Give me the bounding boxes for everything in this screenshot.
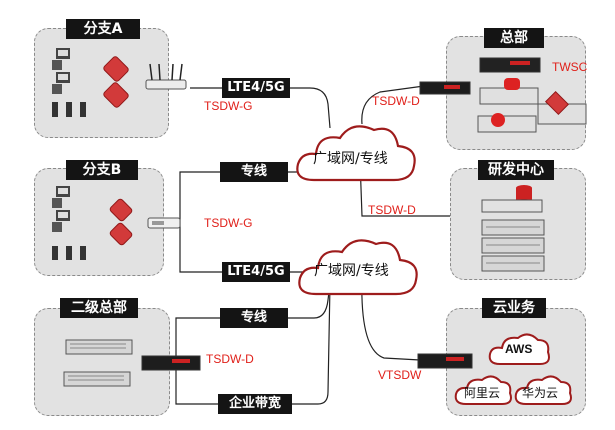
link-label-lte-top: LTE4/5G <box>222 78 290 98</box>
desktop-pc-icon <box>52 48 70 70</box>
branch-a-device-label: TSDW-G <box>204 99 253 113</box>
aws-cloud-icon <box>488 333 550 365</box>
huawei-label: 华为云 <box>522 386 559 400</box>
rack-server-icon <box>479 78 539 105</box>
branch-b-device-label: TSDW-G <box>204 216 253 230</box>
hq-devices <box>419 57 587 133</box>
secondary-hq-device-label: TSDW-D <box>206 352 254 366</box>
branch-b-devices <box>52 186 181 260</box>
link-secondary-broadband <box>175 283 331 405</box>
link-secondary-leased <box>175 283 331 364</box>
rack-server-icon <box>477 113 537 133</box>
rack-server-icon <box>481 255 545 272</box>
wan-cloud-bottom-icon <box>298 239 418 296</box>
switch-icon <box>109 198 133 246</box>
hq-controller-label: TWSC <box>552 60 588 74</box>
rack-server-icon <box>481 219 545 236</box>
branch-a-devices <box>52 48 187 117</box>
secondary-hq-devices <box>63 339 201 387</box>
desktop-pc-icon <box>52 72 70 94</box>
rack-server-icon <box>481 199 543 213</box>
branch-b-title: 分支B <box>66 160 138 180</box>
wan-cloud-bottom-label: 广域网/专线 <box>314 263 389 279</box>
link-cloud-hq <box>361 85 425 125</box>
cloud-biz-device-label: VTSDW <box>378 368 422 382</box>
server-tower-icon <box>52 246 86 260</box>
sdwan-appliance-icon <box>479 57 541 73</box>
hq-title: 总部 <box>484 28 544 48</box>
wan-cloud-top-icon <box>296 125 416 182</box>
rack-server-icon <box>481 237 545 254</box>
link-label-broadband: 企业带宽 <box>218 394 292 414</box>
desktop-pc-icon <box>52 210 70 232</box>
rack-server-icon <box>537 90 587 125</box>
branch-a-title: 分支A <box>66 19 140 39</box>
aliyun-cloud-icon <box>454 375 512 405</box>
server-tower-icon <box>52 102 86 117</box>
link-label-leased-bottom: 专线 <box>220 308 288 328</box>
router-icon <box>145 63 187 90</box>
link-label-leased-mid: 专线 <box>220 162 288 182</box>
desktop-pc-icon <box>52 186 70 208</box>
rack-server-icon <box>65 339 133 355</box>
rnd-devices <box>481 185 545 272</box>
aws-label: AWS <box>505 342 533 356</box>
aliyun-label: 阿里云 <box>464 386 501 400</box>
link-branch-a-lte <box>190 87 331 129</box>
secondary-hq-title: 二级总部 <box>60 298 138 318</box>
link-label-lte-mid: LTE4/5G <box>222 262 290 282</box>
cloud-biz-appliance-icon <box>417 353 473 369</box>
router-icon <box>147 217 181 229</box>
sdwan-appliance-icon <box>141 355 201 371</box>
rnd-device-label: TSDW-D <box>368 203 416 217</box>
rnd-title: 研发中心 <box>478 160 554 180</box>
switch-icon <box>103 56 129 108</box>
huawei-cloud-icon <box>514 375 572 405</box>
cloud-biz-title: 云业务 <box>482 298 546 318</box>
rack-server-icon <box>63 371 131 387</box>
sdwan-appliance-icon <box>419 81 471 95</box>
hq-device-label: TSDW-D <box>372 94 420 108</box>
wan-cloud-top-label: 广域网/专线 <box>313 151 388 167</box>
